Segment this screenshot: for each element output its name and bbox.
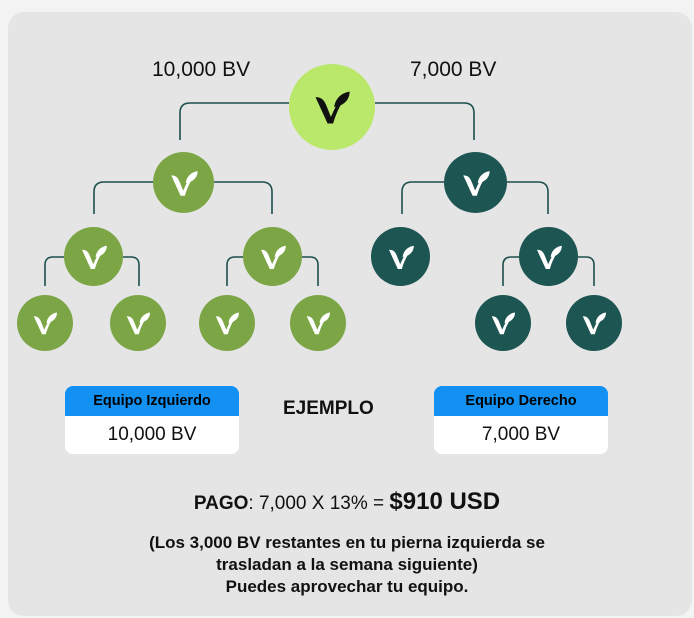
- payment-label: PAGO: [193, 493, 249, 514]
- example-label: EJEMPLO: [283, 398, 374, 419]
- right-team-value: 7,000 BV: [434, 416, 608, 454]
- left-team-node: [290, 295, 346, 351]
- right-team-node: [475, 295, 531, 351]
- v-leaf-logo-icon: [260, 245, 286, 269]
- note-line: (Los 3,000 BV restantes en tu pierna izq…: [149, 533, 545, 552]
- right-team-node: [371, 227, 430, 286]
- v-leaf-logo-icon: [462, 170, 490, 196]
- v-leaf-logo-icon: [126, 312, 150, 335]
- left-team-node: [243, 227, 302, 286]
- left-team-value: 10,000 BV: [65, 416, 239, 454]
- left-team-node: [64, 227, 123, 286]
- left-team-node: [17, 295, 73, 351]
- left-team-box: Equipo Izquierdo 10,000 BV: [65, 386, 239, 454]
- v-leaf-logo-icon: [170, 170, 198, 196]
- payment-formula: : 7,000 X 13% =: [248, 493, 390, 514]
- v-leaf-logo-icon: [315, 91, 350, 124]
- v-leaf-logo-icon: [33, 312, 57, 335]
- carryover-note: (Los 3,000 BV restantes en tu pierna izq…: [0, 532, 694, 598]
- v-leaf-logo-icon: [388, 245, 414, 269]
- left-leg-bv: 10,000 BV: [152, 58, 251, 81]
- right-team-title: Equipo Derecho: [434, 386, 608, 416]
- v-leaf-logo-icon: [491, 312, 515, 335]
- left-team-node: [110, 295, 166, 351]
- v-leaf-logo-icon: [81, 245, 107, 269]
- v-leaf-logo-icon: [215, 312, 239, 335]
- v-leaf-logo-icon: [582, 312, 606, 335]
- note-line: trasladan a la semana siguiente): [216, 555, 478, 574]
- root-node: [289, 64, 375, 150]
- right-team-node: [566, 295, 622, 351]
- payment-amount: $910 USD: [389, 488, 501, 515]
- v-leaf-logo-icon: [306, 312, 330, 335]
- right-team-node: [444, 152, 507, 213]
- left-team-node: [153, 152, 214, 213]
- left-team-node: [199, 295, 255, 351]
- payment-line: PAGO: 7,000 X 13% = $910 USD: [0, 488, 694, 516]
- right-leg-bv: 7,000 BV: [410, 58, 497, 81]
- right-team-box: Equipo Derecho 7,000 BV: [434, 386, 608, 454]
- note-line: Puedes aprovechar tu equipo.: [225, 577, 469, 596]
- v-leaf-logo-icon: [536, 245, 562, 269]
- left-team-title: Equipo Izquierdo: [65, 386, 239, 416]
- right-team-node: [519, 227, 578, 286]
